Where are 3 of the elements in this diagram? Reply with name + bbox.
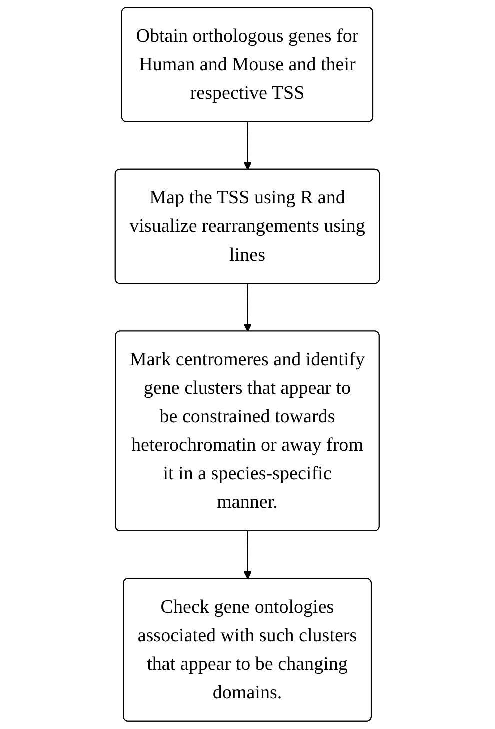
arrow [244,531,252,580]
arrow [244,122,252,170]
arrow [244,284,252,332]
